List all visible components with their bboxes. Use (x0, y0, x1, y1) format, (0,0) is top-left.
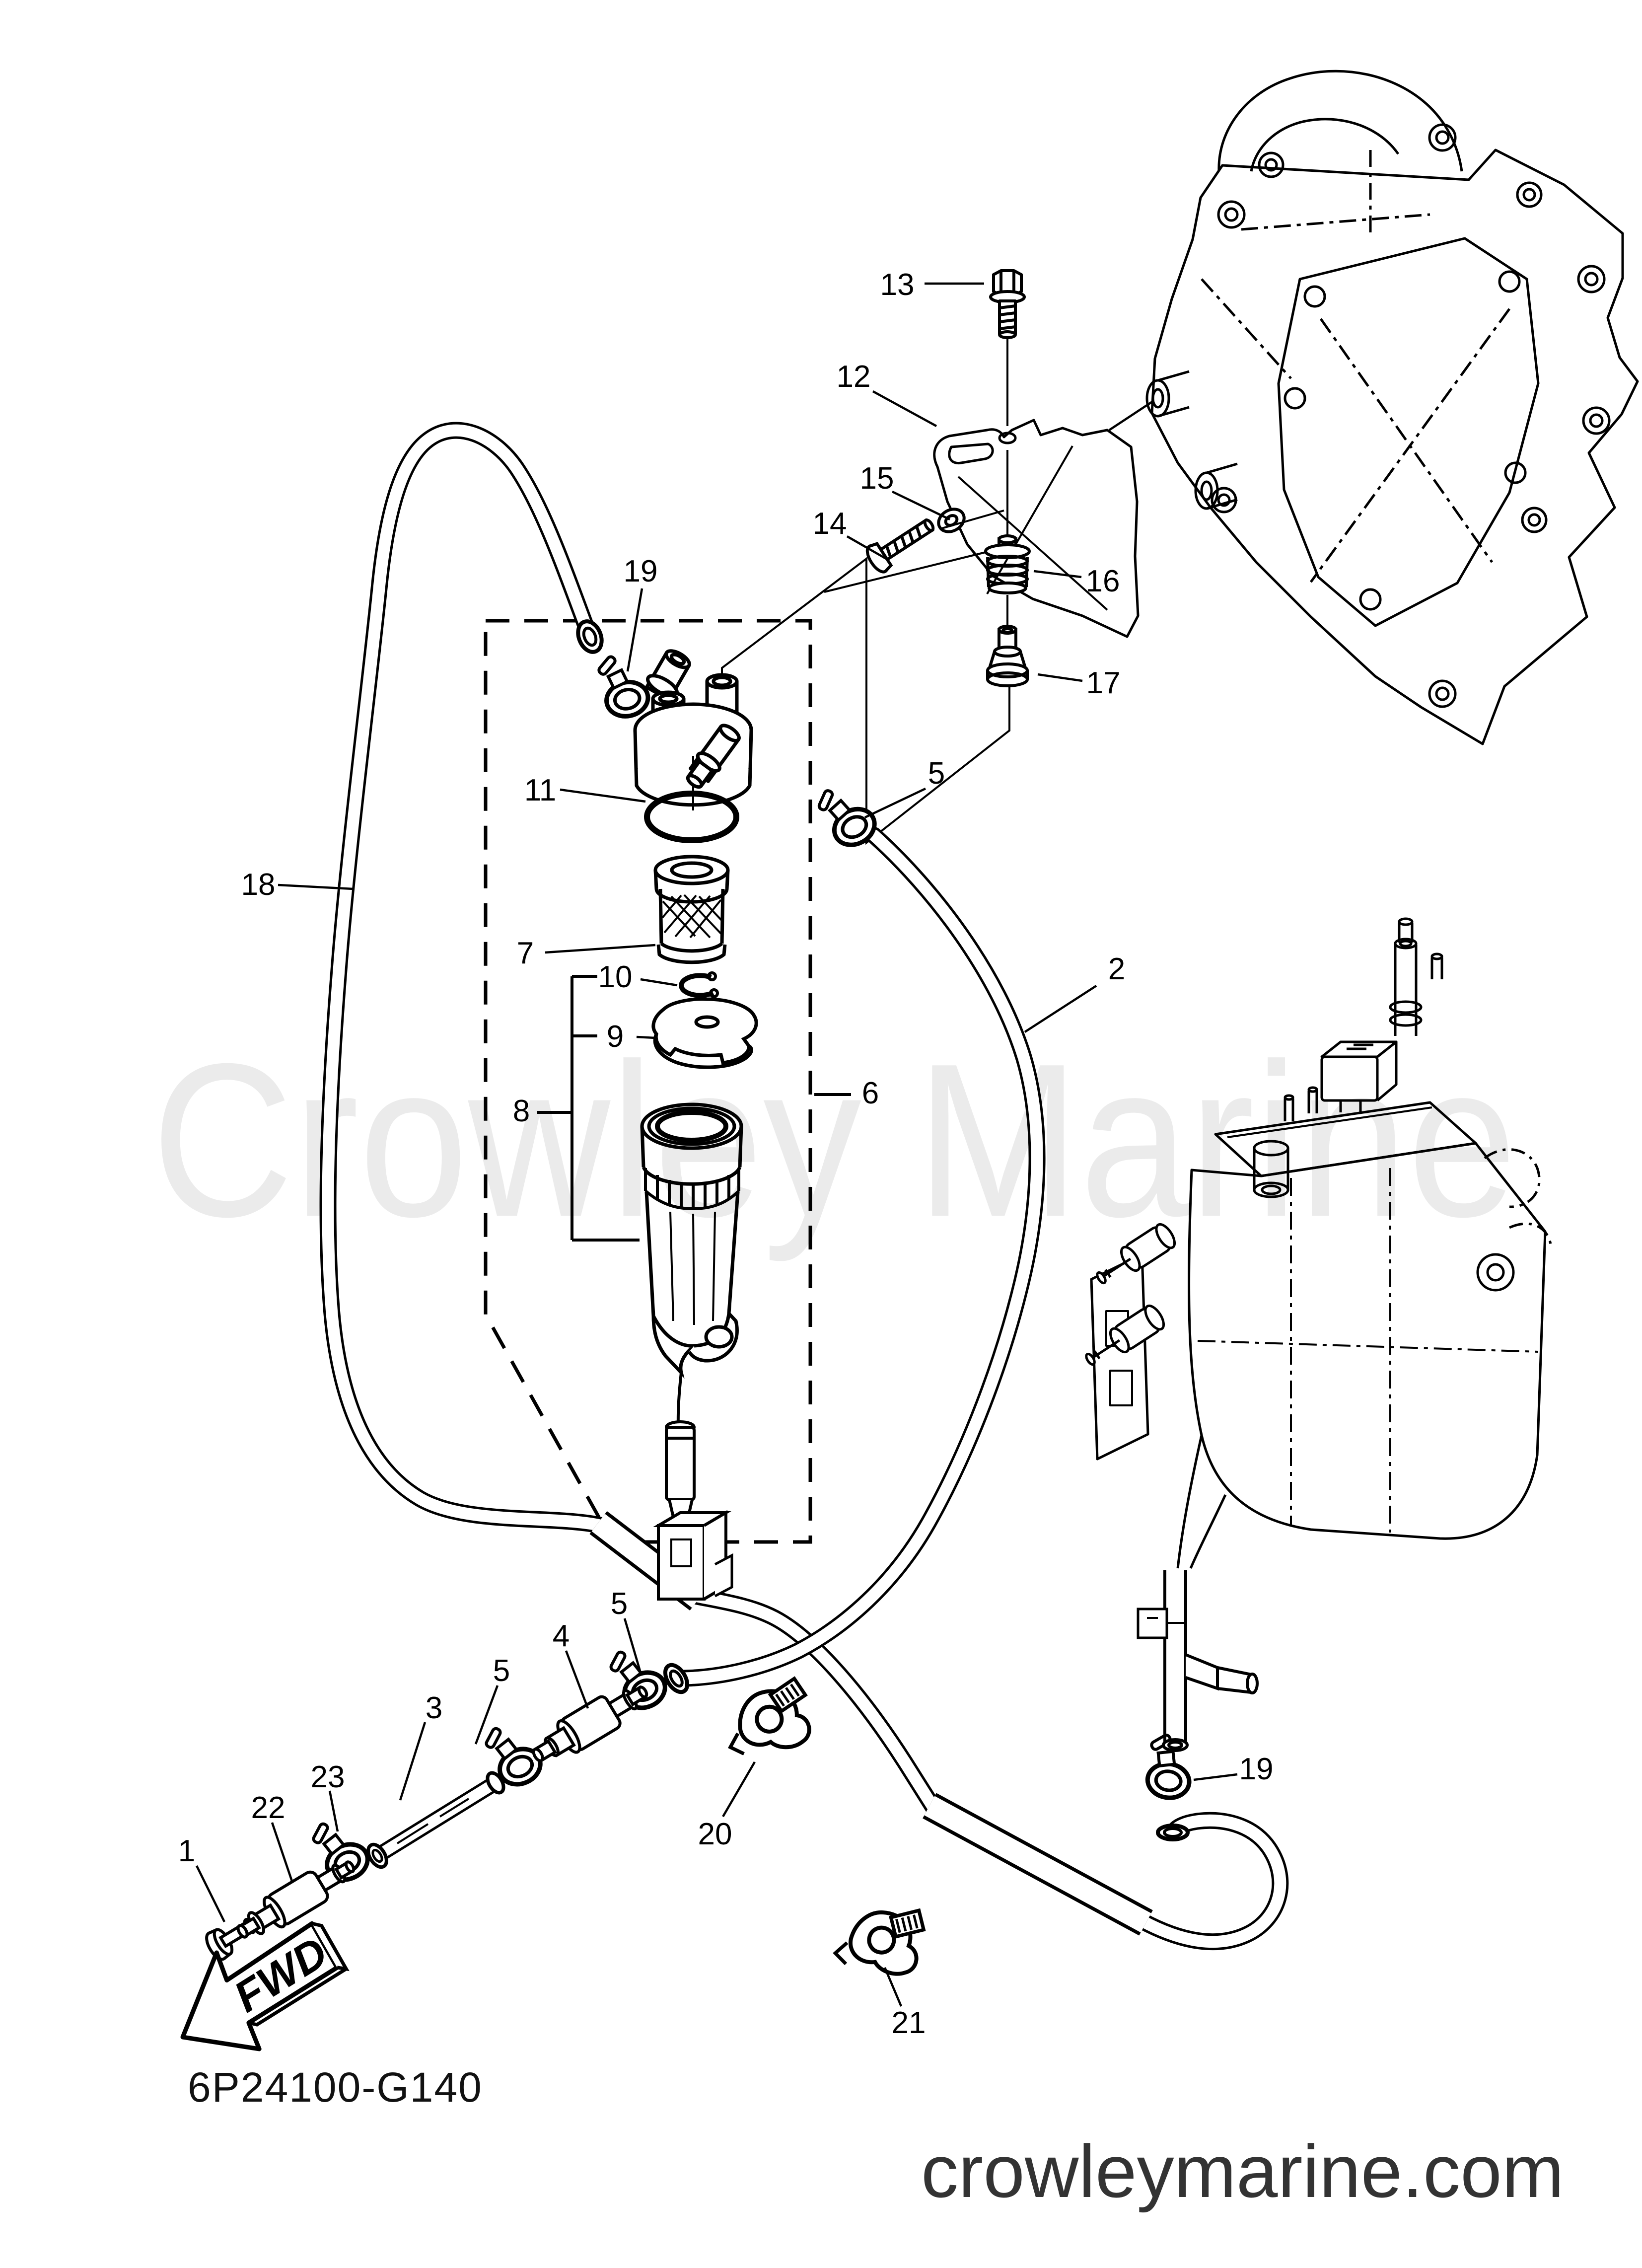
callout-10: 10 (598, 960, 633, 994)
callout-4: 4 (553, 1619, 570, 1653)
fuel-pipe-3 (366, 1771, 505, 1869)
callout-15: 15 (860, 461, 894, 496)
engine-mount-bosses (1145, 370, 1238, 510)
callout-21: 21 (892, 2006, 926, 2040)
callout-8: 8 (513, 1094, 530, 1128)
clamp-19-top (595, 650, 651, 721)
callout-17: 17 (1086, 666, 1121, 700)
diagram-code: 6P24100-G140 (188, 2064, 483, 2111)
callout-9: 9 (607, 1020, 624, 1054)
callout-16: 16 (1086, 564, 1120, 598)
washer-15 (937, 508, 966, 533)
hose-clip-20 (724, 1678, 811, 1755)
callout-23: 23 (311, 1760, 345, 1794)
callout-6: 6 (862, 1076, 879, 1110)
callout-3: 3 (426, 1691, 442, 1725)
vapor-separator-assembly (1085, 917, 1553, 1569)
engine-block (1145, 70, 1639, 745)
circlip-10 (679, 971, 719, 998)
vst-outlet-stem (1137, 1570, 1259, 1752)
callout-2: 2 (1108, 952, 1125, 986)
callout-5-right: 5 (611, 1587, 628, 1621)
filter-cap (633, 649, 753, 810)
float-9 (651, 997, 758, 1069)
grommet-16 (984, 534, 1031, 594)
filter-element-7 (653, 855, 730, 964)
callout-5-left: 5 (493, 1654, 510, 1688)
filter-bowl-8 (640, 1102, 743, 1379)
callout-20: 20 (698, 1817, 732, 1851)
fuel-joint-22 (236, 1860, 356, 1939)
hose-2 (663, 827, 1046, 1694)
callout-7: 7 (517, 936, 534, 970)
callout-18: 18 (241, 868, 276, 902)
assembly-axis-lines (721, 338, 1010, 845)
watermark-text: Crowley Marine (151, 1019, 1517, 1263)
screw-14 (865, 518, 935, 574)
callout-22: 22 (251, 1791, 286, 1825)
spacer-17 (986, 625, 1029, 687)
callout-11: 11 (524, 773, 556, 807)
fuel-joint-4 (532, 1685, 648, 1763)
callout-13: 13 (880, 268, 915, 302)
bolt-13 (989, 269, 1026, 339)
callout-14: 14 (813, 507, 847, 541)
callout-12: 12 (837, 360, 871, 394)
callout-19-bottom: 19 (1239, 1752, 1274, 1786)
leader-lines (195, 282, 1238, 2007)
bowl-sensor-connector (653, 1372, 733, 1601)
o-ring-11 (644, 791, 739, 843)
website-text: crowleymarine.com (921, 2129, 1564, 2213)
hose-clip-21 (833, 1894, 928, 1980)
bracket-plate-12 (933, 400, 1154, 638)
callout-19-top: 19 (624, 554, 658, 588)
group-bracket-lines (537, 975, 851, 1242)
hose-18 (319, 422, 1289, 1951)
callout-1: 1 (178, 1834, 195, 1868)
callout-5-top: 5 (928, 756, 945, 791)
